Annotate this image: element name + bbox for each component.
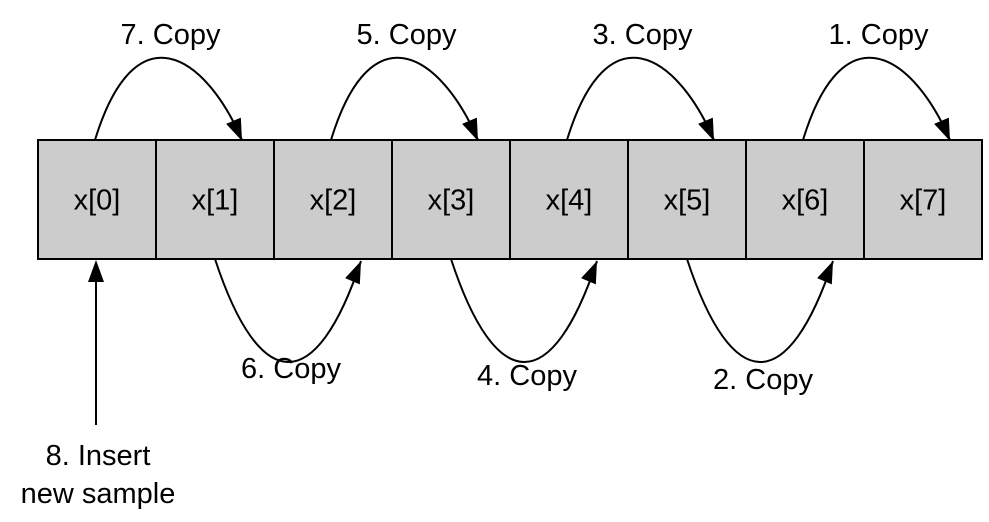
copy-label-top: 5. Copy	[357, 19, 457, 51]
cell-label: x[4]	[546, 185, 593, 217]
insert-label-line2: new sample	[21, 478, 176, 510]
copy-label-top: 3. Copy	[593, 19, 693, 51]
copy-labels: 7. Copy 5. Copy 3. Copy 1. Copy 6. Copy 4. Co…	[121, 19, 929, 396]
copy-arrow-bottom	[450, 258, 598, 363]
arrowhead	[345, 261, 361, 285]
cell-label: x[0]	[74, 185, 121, 217]
copy-arrows	[94, 56, 951, 363]
cell-label: x[1]	[192, 185, 239, 217]
arrowhead	[934, 117, 950, 141]
copy-label-bottom: 6. Copy	[241, 353, 341, 385]
copy-arrow-top	[94, 56, 243, 141]
insert-label-line1: 8. Insert	[46, 440, 151, 472]
copy-arrow-top	[566, 56, 715, 141]
copy-label-bottom: 4. Copy	[477, 360, 577, 392]
copy-arrow-top	[802, 56, 951, 141]
copy-label-top: 7. Copy	[121, 19, 221, 51]
copy-arrow-bottom	[686, 258, 834, 363]
insert-arrow-group: 8. Insert new sample	[21, 260, 176, 510]
arrowhead	[462, 117, 478, 141]
copy-label-bottom: 2. Copy	[713, 364, 813, 396]
buffer-cell	[627, 139, 747, 260]
copy-arrow-bottom	[214, 258, 362, 363]
arrowhead	[226, 117, 242, 141]
cell-label: x[5]	[664, 185, 711, 217]
cell-label: x[2]	[310, 185, 357, 217]
arrowhead	[88, 260, 104, 282]
cell-label: x[6]	[782, 185, 829, 217]
buffer-cell	[509, 139, 629, 260]
buffer-cell	[155, 139, 275, 260]
arrowhead	[817, 261, 833, 285]
cell-label: x[3]	[428, 185, 475, 217]
copy-arrow-top	[330, 56, 479, 141]
cell-label: x[7]	[900, 185, 947, 217]
buffer-cells: x[0] x[1] x[2] x[3] x[4] x[5] x[6] x[7]	[37, 139, 983, 260]
copy-label-top: 1. Copy	[829, 19, 929, 51]
arrowhead	[581, 261, 597, 285]
buffer-cell	[37, 139, 157, 260]
buffer-cell	[863, 139, 983, 260]
buffer-cell	[273, 139, 393, 260]
buffer-cell	[745, 139, 865, 260]
arrowhead	[698, 117, 714, 141]
